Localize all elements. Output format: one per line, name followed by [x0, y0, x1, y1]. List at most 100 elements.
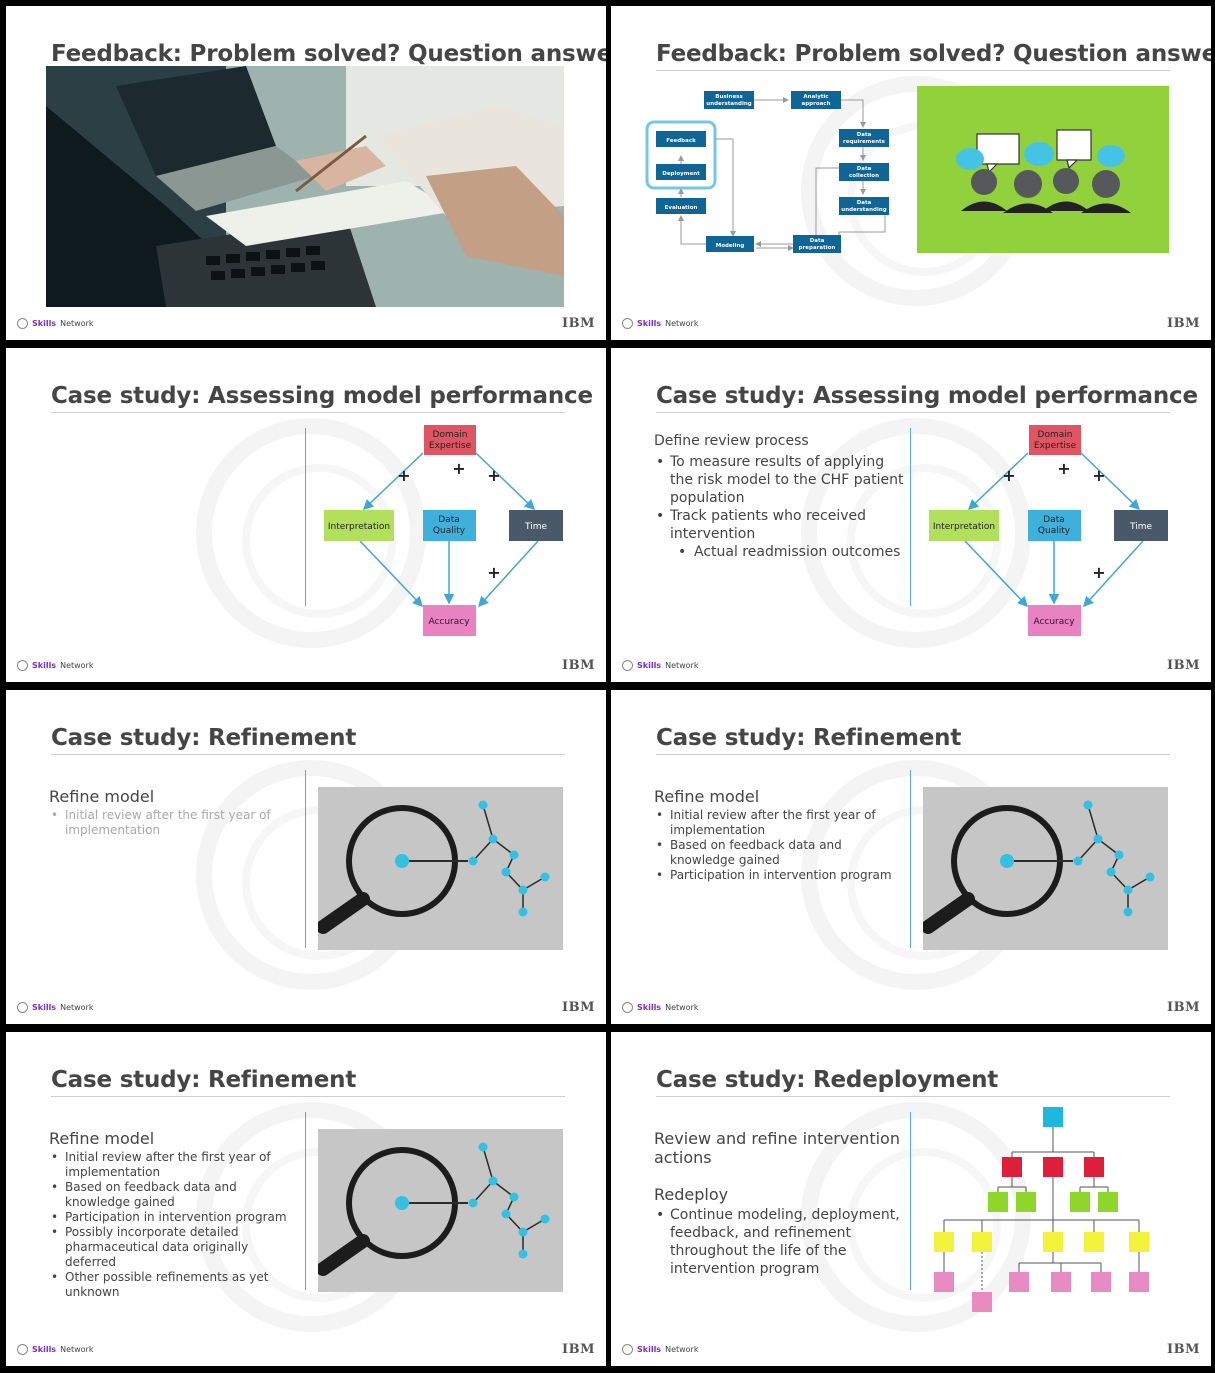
- svg-text:Expertise: Expertise: [1034, 441, 1077, 451]
- time-box: Time: [1114, 510, 1168, 541]
- svg-text:Data: Data: [857, 166, 872, 172]
- title-divider: [51, 754, 565, 755]
- bullet-item: Continue modeling, deployment, feedback,…: [654, 1206, 904, 1278]
- slide-title: Case study: Assessing model performance: [656, 383, 1198, 409]
- svg-text:Deployment: Deployment: [662, 171, 700, 177]
- model-performance-diagram: Domain Expertise Interpretation Data Qua…: [324, 425, 563, 636]
- slide-title: Feedback: Problem solved? Question answe…: [656, 41, 1211, 67]
- tree-node: [1009, 1272, 1029, 1292]
- slide-2[interactable]: Feedback: Problem solved? Question answe…: [611, 6, 1211, 340]
- slide-7[interactable]: Case study: Refinement Refine model Init…: [6, 1032, 606, 1366]
- vertical-divider: [305, 428, 306, 606]
- tree-node: [1129, 1232, 1149, 1252]
- model-performance-diagram: Domain Expertise Interpretation Data Qua…: [929, 425, 1168, 636]
- flow-deployment: Deployment: [656, 164, 706, 180]
- plus-sign: +: [1057, 459, 1070, 478]
- svg-text:Time: Time: [1129, 522, 1152, 532]
- bullet-list: Initial review after the first year of i…: [49, 808, 299, 838]
- flow-modeling: Modeling: [706, 236, 754, 252]
- brand-skills: Skills: [637, 661, 662, 670]
- svg-text:requirements: requirements: [843, 139, 886, 145]
- methodology-flow-diagram: Business understanding Analytic approach…: [645, 86, 1169, 253]
- skills-network-logo: Skills Network: [622, 660, 698, 671]
- skills-network-logo: Skills Network: [17, 660, 93, 671]
- title-divider: [656, 412, 1170, 413]
- bullet-item: Initial review after the first year of i…: [654, 808, 904, 838]
- laptops-meeting-photo: [46, 66, 564, 307]
- brand-skills: Skills: [32, 1345, 57, 1354]
- section-heading: Redeploy: [654, 1185, 729, 1204]
- accuracy-box: Accuracy: [423, 605, 476, 636]
- bullet-item: Participation in intervention program: [654, 868, 904, 883]
- brand-skills: Skills: [637, 1003, 662, 1012]
- skills-network-logo: Skills Network: [17, 1344, 93, 1355]
- bullet-list: Initial review after the first year of i…: [654, 808, 904, 883]
- skills-network-icon: [622, 1002, 633, 1013]
- brand-network: Network: [665, 1345, 699, 1354]
- skills-network-icon: [622, 318, 633, 329]
- bullet-item: Other possible refinements as yet unknow…: [49, 1270, 299, 1300]
- time-box: Time: [509, 510, 563, 541]
- flow-business-understanding: Business understanding: [704, 91, 754, 109]
- slide-6[interactable]: Case study: Refinement Refine model Init…: [611, 690, 1211, 1024]
- slide-title: Feedback: Problem solved? Question answe…: [51, 41, 606, 67]
- slide-8[interactable]: Case study: Redeployment Review and refi…: [611, 1032, 1211, 1366]
- skills-network-logo: Skills Network: [17, 1002, 93, 1013]
- svg-text:understanding: understanding: [706, 101, 751, 107]
- plus-sign: +: [452, 459, 465, 478]
- vertical-divider: [910, 428, 911, 606]
- ibm-logo: IBM: [1167, 316, 1200, 331]
- vertical-divider: [910, 770, 911, 948]
- data-quality-box: Data Quality: [423, 510, 476, 541]
- skills-network-icon: [17, 318, 28, 329]
- ibm-logo: IBM: [562, 658, 595, 673]
- tree-node: [1084, 1232, 1104, 1252]
- tree-node: [1002, 1157, 1022, 1177]
- brand-network: Network: [665, 1003, 699, 1012]
- slide-1[interactable]: Feedback: Problem solved? Question answe…: [6, 6, 606, 340]
- domain-expertise-box: Domain Expertise: [1029, 425, 1081, 455]
- svg-text:understanding: understanding: [841, 207, 886, 213]
- sub-bullet-item: Actual readmission outcomes: [654, 543, 904, 561]
- ibm-logo: IBM: [1167, 1000, 1200, 1015]
- skills-network-logo: Skills Network: [622, 1002, 698, 1013]
- slide-3[interactable]: Case study: Assessing model performance …: [6, 348, 606, 682]
- brand-skills: Skills: [637, 319, 662, 328]
- accuracy-box: Accuracy: [1028, 605, 1081, 636]
- plus-sign: +: [1002, 466, 1015, 485]
- flow-data-collection: Data collection: [839, 163, 889, 181]
- title-divider: [656, 70, 1170, 71]
- svg-text:Data: Data: [438, 515, 460, 525]
- svg-text:Domain: Domain: [1038, 430, 1073, 440]
- slide-4[interactable]: Case study: Assessing model performance …: [611, 348, 1211, 682]
- data-quality-box: Data Quality: [1028, 510, 1081, 541]
- slide-title: Case study: Refinement: [51, 1067, 357, 1093]
- svg-text:Data: Data: [1043, 515, 1065, 525]
- tree-node: [1091, 1272, 1111, 1292]
- bullet-item: Based on feedback data and knowledge gai…: [49, 1180, 299, 1210]
- svg-text:Analytic: Analytic: [803, 94, 828, 100]
- tree-node: [1043, 1232, 1063, 1252]
- svg-text:Feedback: Feedback: [666, 138, 696, 144]
- slide-5[interactable]: Case study: Refinement Refine model Init…: [6, 690, 606, 1024]
- section-heading: Refine model: [49, 1129, 155, 1148]
- tree-node: [1051, 1272, 1071, 1292]
- plus-sign: +: [1092, 563, 1105, 582]
- vertical-divider: [305, 1112, 306, 1290]
- flow-data-requirements: Data requirements: [839, 129, 889, 147]
- bullet-item: Initial review after the first year of i…: [49, 1150, 299, 1180]
- flow-feedback: Feedback: [656, 131, 706, 147]
- svg-text:Expertise: Expertise: [429, 441, 472, 451]
- brand-network: Network: [665, 319, 699, 328]
- section-heading: Review and refine intervention actions: [654, 1129, 900, 1167]
- tree-node: [972, 1232, 992, 1252]
- people-discussion-illustration: [917, 86, 1169, 253]
- title-divider: [51, 1096, 565, 1097]
- slide-title: Case study: Refinement: [656, 725, 962, 751]
- svg-text:Accuracy: Accuracy: [1033, 617, 1075, 627]
- slide-title: Case study: Assessing model performance: [51, 383, 593, 409]
- flow-evaluation: Evaluation: [656, 198, 706, 214]
- slide-title: Case study: Redeployment: [656, 1067, 999, 1093]
- svg-text:Data: Data: [857, 200, 872, 206]
- plus-sign: +: [487, 466, 500, 485]
